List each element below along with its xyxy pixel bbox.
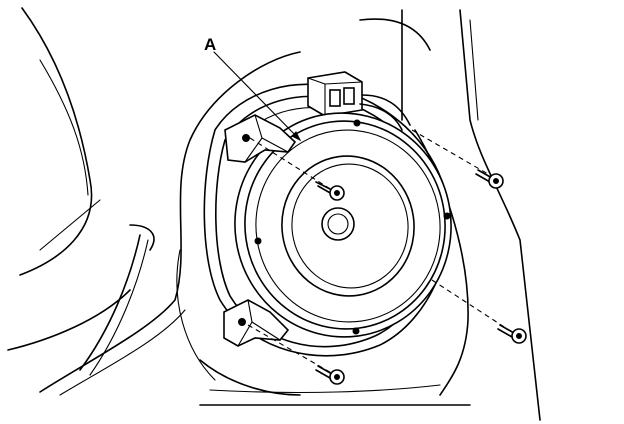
door-panel-outline [7,7,541,421]
screw-lower-right [497,324,527,344]
screw-upper-center [315,181,345,201]
upper-mounting-tab [224,114,297,163]
screw-lower-center [315,365,345,385]
speaker-connector [307,71,411,131]
callout-a-label: A [204,35,216,54]
speaker-unit [234,112,452,338]
speaker-dust-cap [321,207,355,241]
callout-a: A [204,35,302,142]
screw-upper-right [475,169,504,189]
lower-mounting-tab [223,299,290,347]
